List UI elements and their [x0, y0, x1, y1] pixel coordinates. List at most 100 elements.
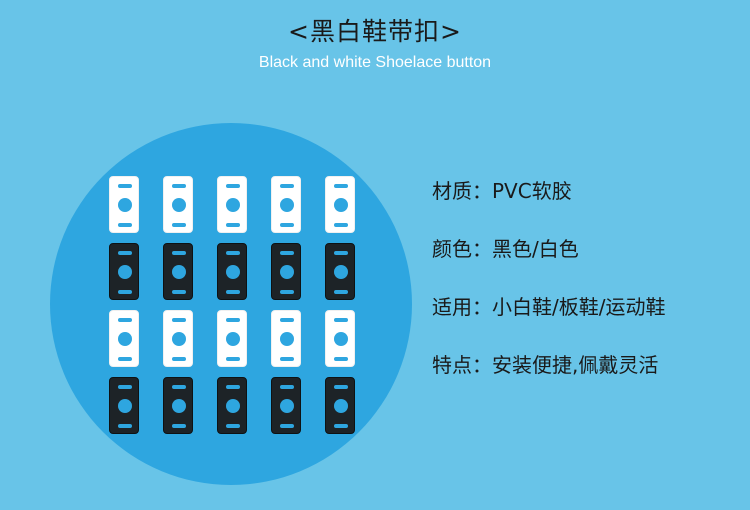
- lace-slot: [334, 184, 348, 188]
- lace-slot: [172, 424, 186, 428]
- lace-hole: [226, 198, 240, 212]
- lace-slot: [118, 184, 132, 188]
- lace-hole: [334, 265, 348, 279]
- lace-slot: [226, 357, 240, 361]
- lace-slot: [118, 318, 132, 322]
- lace-slot: [226, 290, 240, 294]
- lace-hole: [280, 332, 294, 346]
- lace-hole: [118, 332, 132, 346]
- lace-slot: [118, 424, 132, 428]
- lace-slot: [334, 223, 348, 227]
- white-shoelace-button: [325, 310, 355, 367]
- lace-slot: [226, 385, 240, 389]
- spec-value: 安装便捷,佩戴灵活: [492, 353, 659, 377]
- lace-slot: [172, 251, 186, 255]
- lace-hole: [172, 332, 186, 346]
- lace-slot: [334, 251, 348, 255]
- lace-hole: [280, 265, 294, 279]
- lace-slot: [280, 318, 294, 322]
- lace-slot: [334, 290, 348, 294]
- black-shoelace-button: [271, 377, 301, 434]
- lace-slot: [172, 184, 186, 188]
- page-title: <黑白鞋带扣>: [288, 17, 462, 46]
- black-shoelace-button: [109, 243, 139, 300]
- lace-hole: [118, 399, 132, 413]
- white-shoelace-button: [217, 176, 247, 233]
- black-shoelace-button: [325, 243, 355, 300]
- spec-colon: ：: [472, 353, 492, 377]
- lace-hole: [172, 265, 186, 279]
- lace-slot: [334, 385, 348, 389]
- spec-label: 适用: [432, 295, 472, 319]
- lace-slot: [118, 357, 132, 361]
- lace-hole: [280, 399, 294, 413]
- lace-slot: [172, 357, 186, 361]
- lace-slot: [334, 357, 348, 361]
- lace-hole: [118, 265, 132, 279]
- lace-hole: [118, 198, 132, 212]
- lace-slot: [334, 424, 348, 428]
- lace-slot: [226, 184, 240, 188]
- lace-hole: [280, 198, 294, 212]
- black-shoelace-button: [109, 377, 139, 434]
- white-shoelace-button: [163, 176, 193, 233]
- lace-slot: [280, 424, 294, 428]
- lace-slot: [172, 318, 186, 322]
- white-shoelace-button: [271, 310, 301, 367]
- black-shoelace-button: [163, 243, 193, 300]
- spec-colon: ：: [472, 179, 492, 203]
- lace-hole: [226, 399, 240, 413]
- page-subtitle: Black and white Shoelace button: [258, 54, 492, 71]
- lace-slot: [172, 385, 186, 389]
- lace-slot: [280, 223, 294, 227]
- lace-slot: [226, 251, 240, 255]
- spec-list: 材质：PVC软胶 颜色：黑色/白色 适用：小白鞋/板鞋/运动鞋 特点：安装便捷,…: [432, 174, 665, 406]
- lace-slot: [280, 290, 294, 294]
- white-shoelace-button: [217, 310, 247, 367]
- lace-hole: [226, 332, 240, 346]
- lace-hole: [334, 332, 348, 346]
- white-shoelace-button: [163, 310, 193, 367]
- spec-row-color: 颜色：黑色/白色: [432, 232, 665, 290]
- lace-slot: [118, 385, 132, 389]
- lace-hole: [172, 399, 186, 413]
- spec-row-material: 材质：PVC软胶: [432, 174, 665, 232]
- lace-hole: [334, 399, 348, 413]
- lace-hole: [226, 265, 240, 279]
- lace-slot: [172, 223, 186, 227]
- black-shoelace-button: [163, 377, 193, 434]
- spec-row-usage: 适用：小白鞋/板鞋/运动鞋: [432, 290, 665, 348]
- black-shoelace-button: [271, 243, 301, 300]
- spec-colon: ：: [472, 295, 492, 319]
- spec-value: 黑色/白色: [492, 237, 579, 261]
- spec-row-features: 特点：安装便捷,佩戴灵活: [432, 348, 665, 406]
- lace-slot: [118, 251, 132, 255]
- spec-label: 特点: [432, 353, 472, 377]
- lace-slot: [118, 223, 132, 227]
- white-shoelace-button: [325, 176, 355, 233]
- lace-slot: [280, 385, 294, 389]
- white-shoelace-button: [109, 310, 139, 367]
- spec-colon: ：: [472, 237, 492, 261]
- spec-label: 颜色: [432, 237, 472, 261]
- black-shoelace-button: [217, 377, 247, 434]
- lace-slot: [280, 357, 294, 361]
- white-shoelace-button: [271, 176, 301, 233]
- lace-slot: [334, 318, 348, 322]
- lace-hole: [172, 198, 186, 212]
- lace-slot: [280, 251, 294, 255]
- lace-hole: [334, 198, 348, 212]
- spec-label: 材质: [432, 179, 472, 203]
- spec-value: PVC软胶: [492, 179, 572, 203]
- spec-value: 小白鞋/板鞋/运动鞋: [492, 295, 666, 319]
- white-shoelace-button: [109, 176, 139, 233]
- lace-slot: [172, 290, 186, 294]
- lace-slot: [226, 318, 240, 322]
- lace-slot: [226, 424, 240, 428]
- lace-slot: [118, 290, 132, 294]
- lace-slot: [280, 184, 294, 188]
- black-shoelace-button: [325, 377, 355, 434]
- lace-slot: [226, 223, 240, 227]
- black-shoelace-button: [217, 243, 247, 300]
